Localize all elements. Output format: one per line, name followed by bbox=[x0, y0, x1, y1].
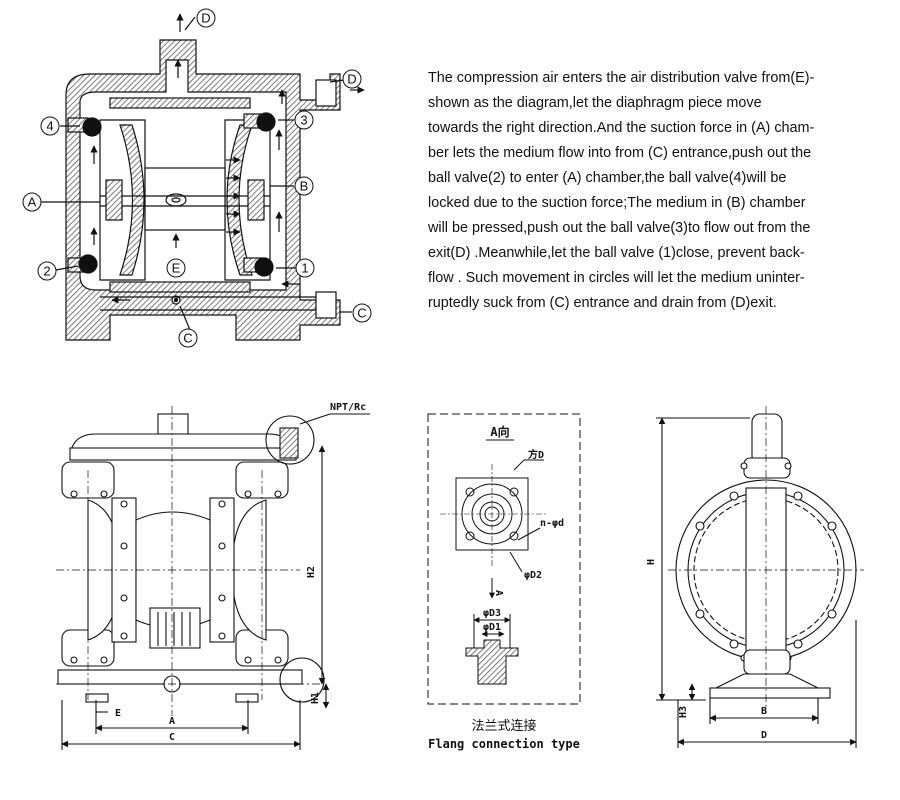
section-diagram bbox=[40, 13, 365, 341]
text-line: will be pressed,push out the ball valve(… bbox=[428, 220, 811, 236]
dim-h: H bbox=[646, 559, 657, 565]
callout-d-top: D bbox=[201, 11, 210, 26]
callout-c-bottom: C bbox=[183, 331, 192, 346]
holes-label: n-φd bbox=[540, 518, 564, 529]
dim-h3: H3 bbox=[678, 706, 689, 718]
d3-label: φD3 bbox=[483, 608, 501, 619]
text-line: ruptedly suck from (C) entrance and drai… bbox=[428, 295, 777, 311]
callout-d-right: D bbox=[347, 72, 356, 87]
text-line: locked due to the suction force;The medi… bbox=[428, 195, 806, 211]
dim-a: A bbox=[169, 716, 175, 727]
front-view bbox=[56, 406, 370, 750]
text-line: ber lets the medium flow into from (C) e… bbox=[428, 145, 812, 161]
working-principle-text: The compression air enters the air distr… bbox=[428, 66, 868, 316]
flange-view bbox=[427, 413, 581, 705]
text-line: exit(D) .Meanwhile,let the ball valve (1… bbox=[428, 245, 805, 261]
callout-b: B bbox=[300, 179, 309, 194]
dim-c: C bbox=[169, 732, 175, 743]
text-line: ball valve(2) to enter (A) chamber,the b… bbox=[428, 170, 787, 186]
callout-4: 4 bbox=[46, 119, 53, 134]
d1-label: φD1 bbox=[483, 622, 501, 633]
ball-valve-1 bbox=[254, 257, 274, 277]
text-line: shown as the diagram,let the diaphragm p… bbox=[428, 95, 762, 111]
dim-e: E bbox=[115, 708, 121, 719]
air-valve-body bbox=[144, 167, 226, 231]
caption-english: Flang connection type bbox=[428, 737, 580, 751]
flange-view-title: A向 bbox=[490, 424, 509, 439]
ball-valve-2 bbox=[78, 254, 98, 274]
dim-b: B bbox=[761, 706, 767, 717]
callout-c-right: C bbox=[357, 306, 366, 321]
caption-chinese: 法兰式连接 bbox=[471, 718, 536, 734]
callout-a: A bbox=[28, 195, 37, 210]
dim-h2: H2 bbox=[306, 566, 317, 578]
callout-3: 3 bbox=[300, 113, 307, 128]
square-label: 方D bbox=[528, 448, 544, 461]
text-line: The compression air enters the air distr… bbox=[428, 70, 815, 86]
text-line: flow . Such movement in circles will let… bbox=[428, 270, 805, 286]
ball-valve-3 bbox=[256, 112, 276, 132]
d2-label: φD2 bbox=[524, 570, 542, 581]
view-arrow-label: A bbox=[493, 590, 504, 596]
thread-label: NPT/Rc bbox=[330, 402, 366, 413]
callout-2: 2 bbox=[43, 264, 50, 279]
callout-e: E bbox=[172, 261, 181, 276]
top-manifold bbox=[109, 97, 251, 109]
ball-valve-4 bbox=[82, 117, 102, 137]
section-callouts bbox=[22, 8, 372, 348]
side-view bbox=[656, 406, 864, 748]
bottom-manifold bbox=[109, 281, 251, 293]
dim-d: D bbox=[761, 730, 767, 741]
text-line: towards the right direction.And the suct… bbox=[428, 120, 815, 136]
callout-1: 1 bbox=[301, 261, 308, 276]
left-diaphragm bbox=[119, 124, 145, 276]
dim-h1: H1 bbox=[310, 692, 321, 704]
right-diaphragm bbox=[226, 124, 253, 276]
